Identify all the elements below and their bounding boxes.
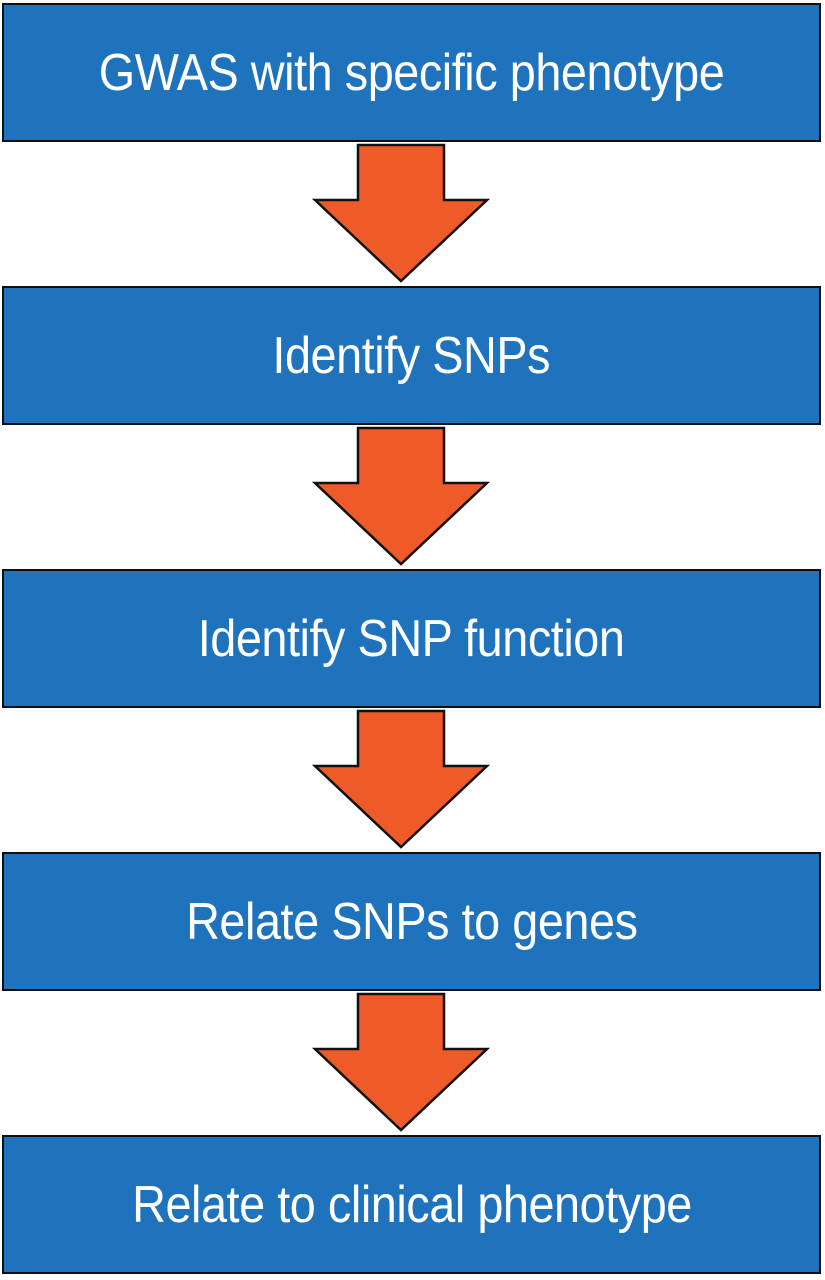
down-arrow-icon	[311, 709, 491, 849]
down-arrow-icon	[311, 992, 491, 1132]
step-label: Relate SNPs to genes	[185, 892, 638, 951]
step-label: Identify SNP function	[198, 609, 625, 668]
step-box-identify-snp-function: Identify SNP function	[2, 569, 821, 708]
step-label: Identify SNPs	[272, 326, 551, 385]
step-box-relate-to-clinical-phenotype: Relate to clinical phenotype	[2, 1135, 821, 1274]
step-box-gwas: GWAS with specific phenotype	[2, 3, 821, 142]
step-box-relate-snps-to-genes: Relate SNPs to genes	[2, 852, 821, 991]
down-arrow-icon	[311, 143, 491, 283]
step-label: GWAS with specific phenotype	[98, 43, 725, 102]
step-label: Relate to clinical phenotype	[131, 1175, 692, 1234]
step-box-identify-snps: Identify SNPs	[2, 286, 821, 425]
down-arrow-icon	[311, 426, 491, 566]
